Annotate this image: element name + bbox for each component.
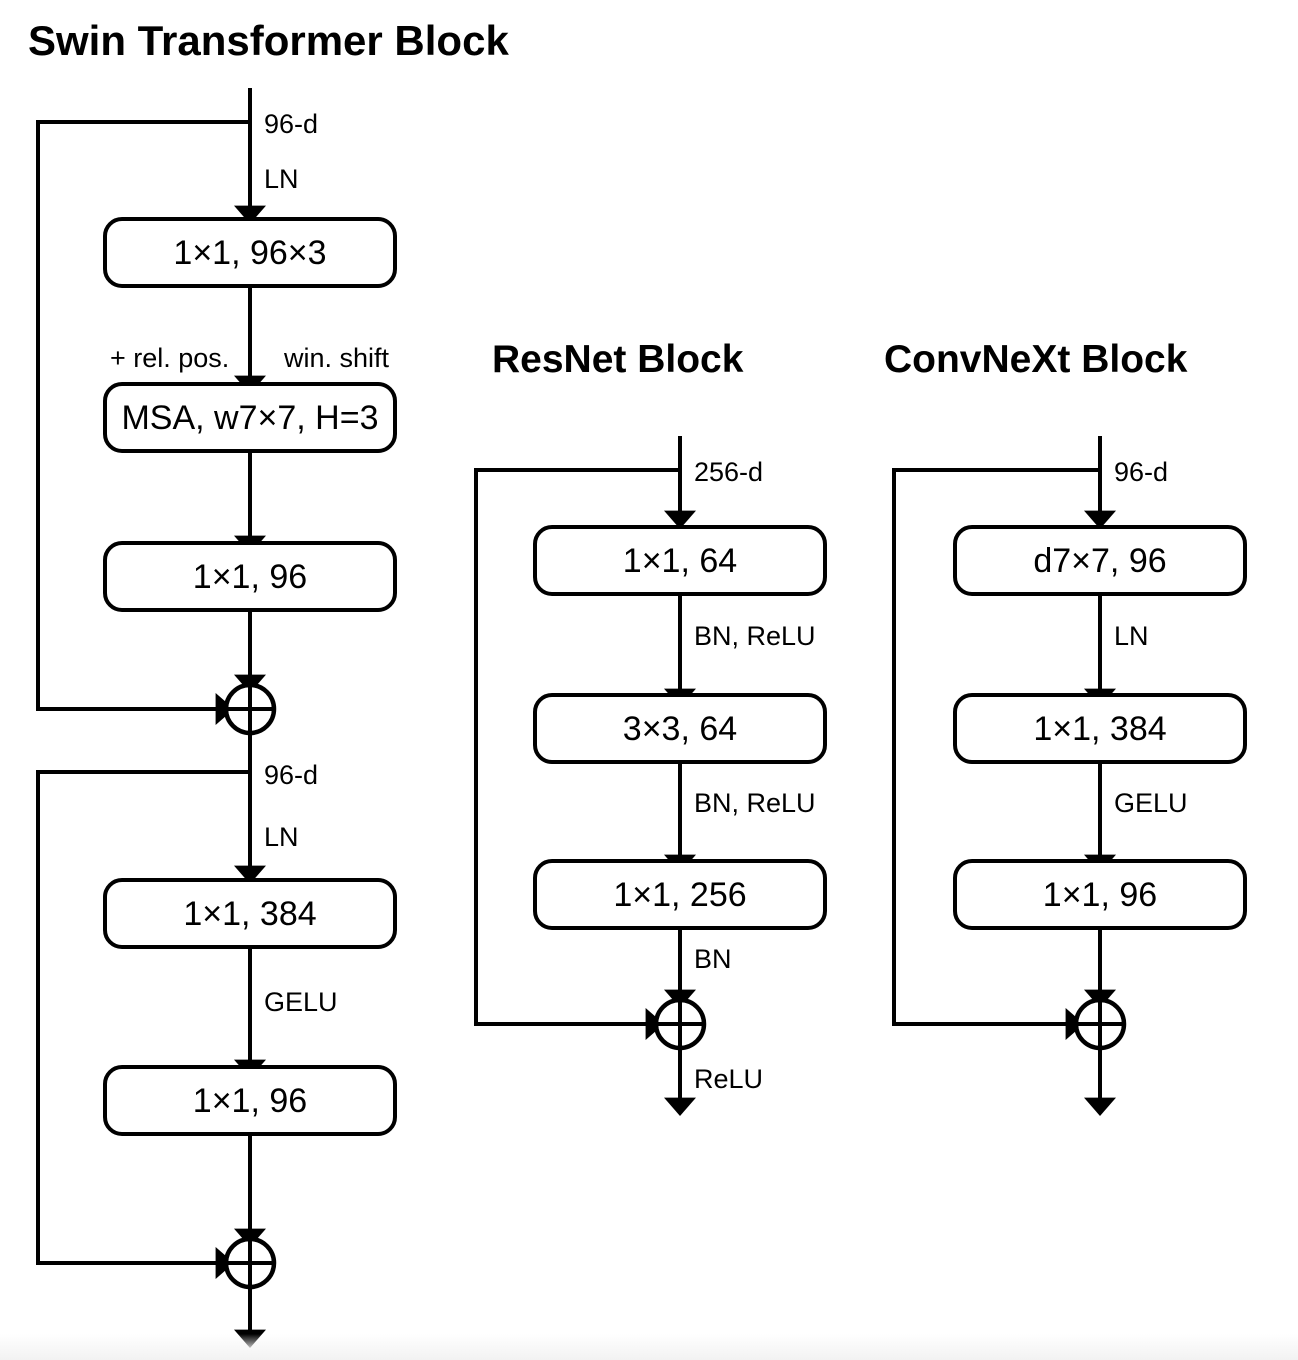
title-convnext-block: ConvNeXt Block [884,338,1188,381]
convnext-edge-label-1: LN [1114,621,1149,651]
convnext-edge-label-2: GELU [1114,788,1188,818]
resnet-node-conv3-label: 1×1, 256 [613,876,746,914]
resnet-edge-label-2: BN, ReLU [694,788,816,818]
swin-gelu-label: GELU [264,987,338,1017]
convnext-input-dim-label: 96-d [1114,457,1168,487]
convnext-node-depthwise-conv-label: d7×7, 96 [1033,542,1166,580]
resnet-column: 256-d 1×1, 64 BN, ReLU 3×3, 64 BN, ReLU … [474,436,827,1116]
swin-rel-pos-label: + rel. pos. [110,343,229,373]
resnet-residual-skip [474,468,680,1026]
swin-residual-add-2 [223,1236,277,1290]
swin-residual-skip-1 [36,120,250,711]
swin-residual-skip-2 [36,770,250,1265]
resnet-edge-label-1: BN, ReLU [694,621,816,651]
swin-input-dim-label: 96-d [264,109,318,139]
title-resnet-block: ResNet Block [492,338,744,381]
swin-residual-add-1 [223,682,277,736]
resnet-output-label: ReLU [694,1064,763,1094]
swin-mid-dim-label: 96-d [264,760,318,790]
swin-attention-subblock: 96-d LN 1×1, 96×3 + rel. pos. win. shift… [36,88,397,736]
swin-node-qkv-projection-label: 1×1, 96×3 [173,234,326,272]
swin-node-mlp-fc2-label: 1×1, 96 [193,1082,307,1120]
resnet-node-conv2-label: 3×3, 64 [623,710,737,748]
swin-mlp-subblock: 96-d LN 1×1, 384 GELU 1×1, 96 [36,733,397,1348]
swin-ln2-label: LN [264,822,299,852]
swin-win-shift-label: win. shift [283,343,390,373]
swin-node-msa-label: MSA, w7×7, H=3 [121,399,378,437]
resnet-node-conv1-label: 1×1, 64 [623,542,737,580]
convnext-residual-add [1073,997,1127,1051]
title-swin-transformer-block: Swin Transformer Block [28,17,509,64]
resnet-residual-add [653,997,707,1051]
swin-node-mlp-fc1-label: 1×1, 384 [183,895,316,933]
swin-transformer-column: 96-d LN 1×1, 96×3 + rel. pos. win. shift… [36,88,397,1348]
resnet-input-dim-label: 256-d [694,457,763,487]
convnext-column: 96-d d7×7, 96 LN 1×1, 384 GELU 1×1, 96 [892,436,1247,1116]
swin-ln1-label: LN [264,164,299,194]
convnext-node-fc1-label: 1×1, 384 [1033,710,1166,748]
swin-node-output-projection-label: 1×1, 96 [193,558,307,596]
resnet-edge-label-3: BN [694,944,732,974]
convnext-node-fc2-label: 1×1, 96 [1043,876,1157,914]
convnext-residual-skip [892,468,1100,1026]
